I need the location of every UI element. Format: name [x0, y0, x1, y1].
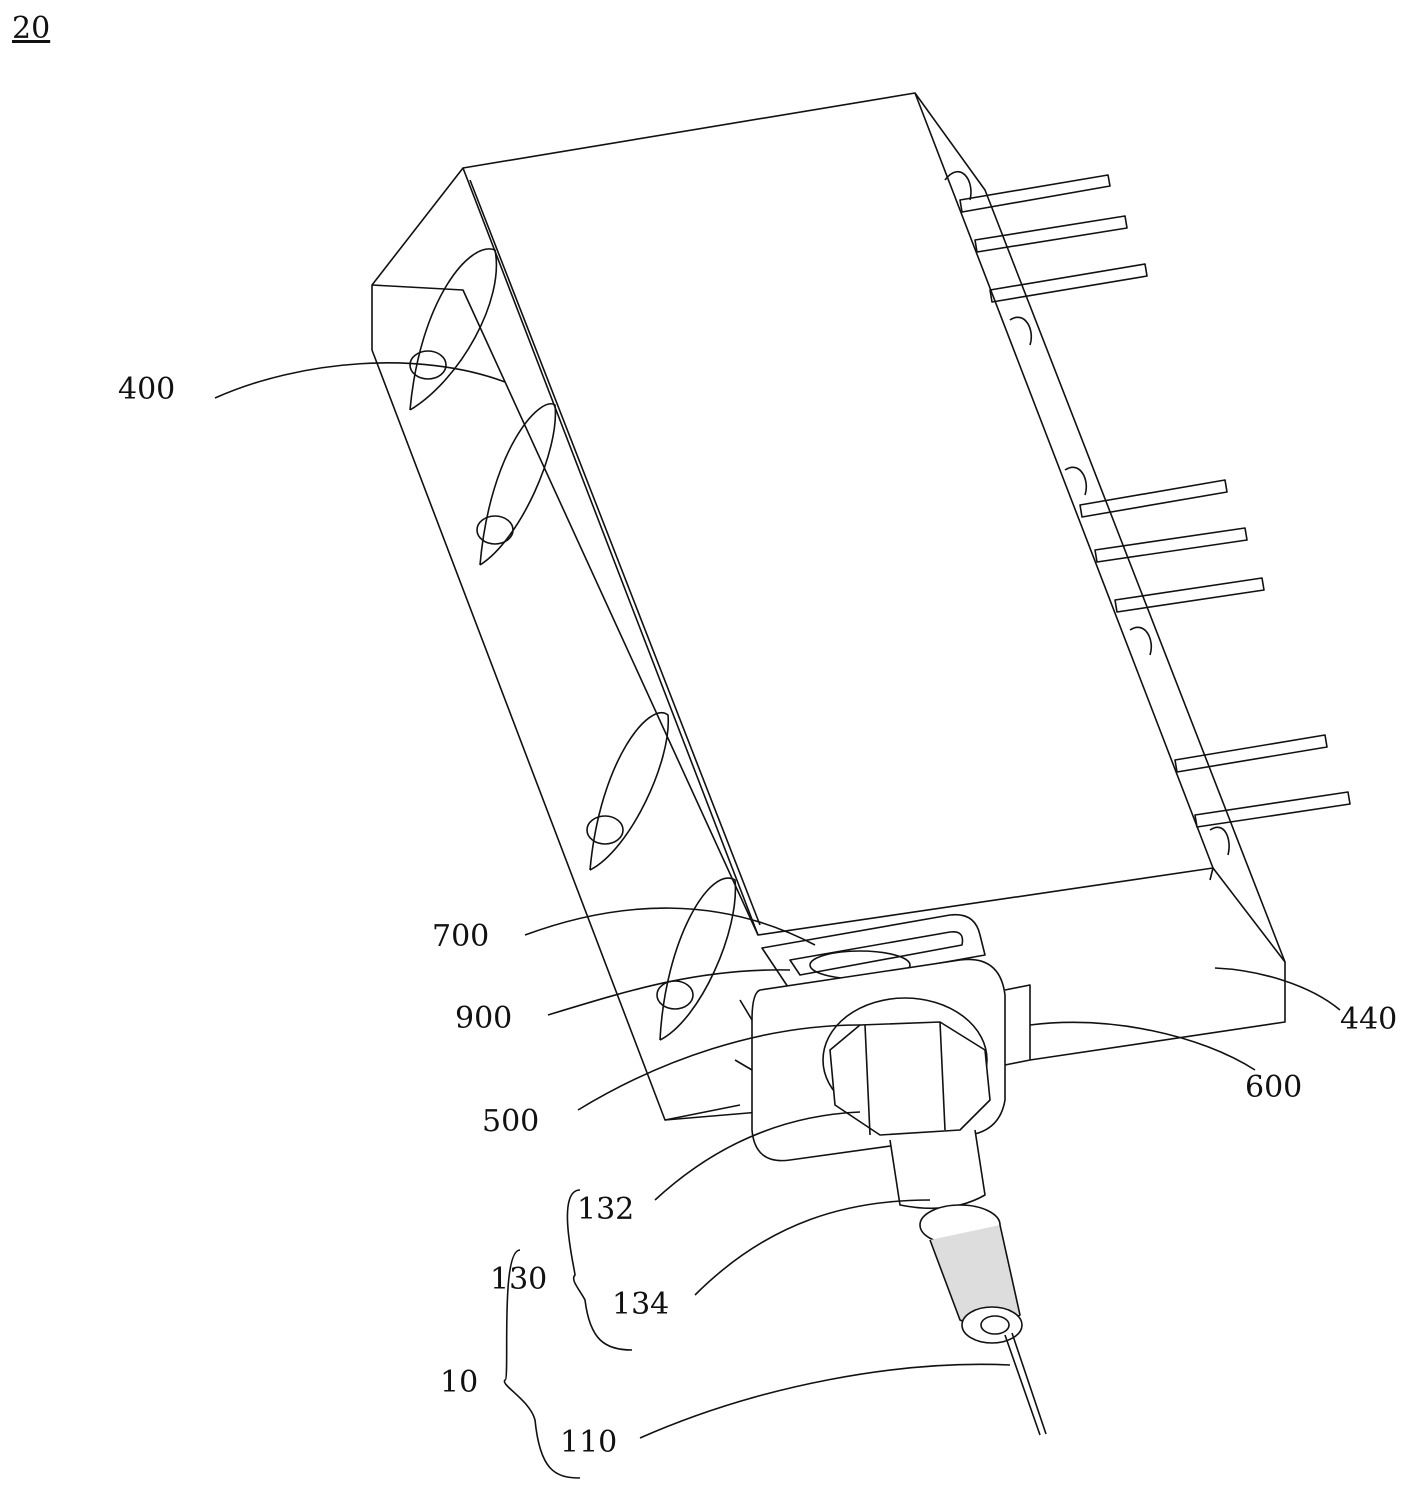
label-500: 500: [482, 1107, 539, 1137]
label-110: 110: [560, 1428, 617, 1458]
label-600: 600: [1245, 1073, 1302, 1103]
label-400: 400: [118, 375, 175, 405]
connector-assembly: [735, 915, 1046, 1435]
label-440: 440: [1340, 1005, 1397, 1035]
figure-number: 20: [12, 14, 50, 44]
fiber-110: [1005, 1333, 1046, 1435]
label-10: 10: [440, 1368, 478, 1398]
label-132: 132: [577, 1195, 634, 1225]
label-700: 700: [432, 922, 489, 952]
label-134: 134: [612, 1290, 669, 1320]
label-130: 130: [490, 1265, 547, 1295]
label-900: 900: [455, 1004, 512, 1034]
ferrule: [890, 1130, 985, 1208]
